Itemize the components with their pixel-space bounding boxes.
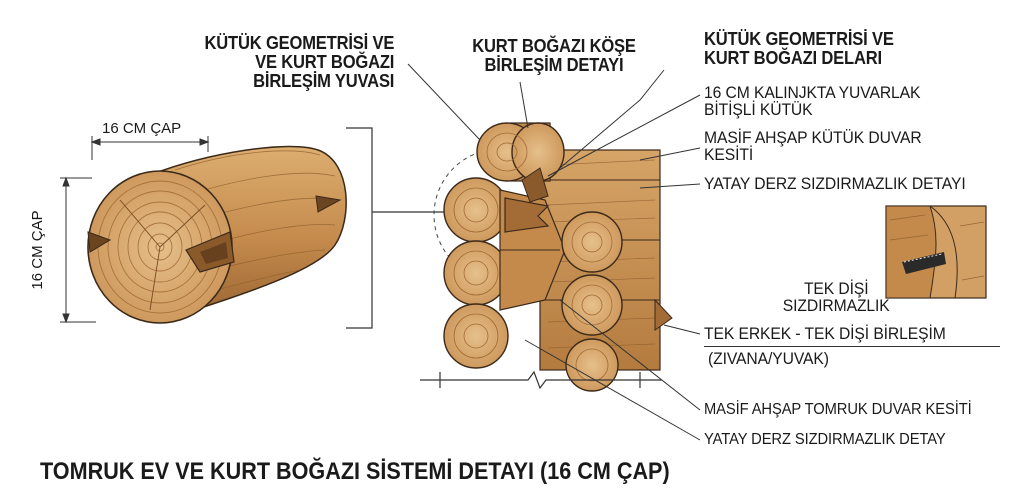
callout-tongue-groove-sub: (ZIVANA/YUVAK) xyxy=(708,350,829,368)
leader-lines xyxy=(407,63,701,441)
callout-line: MASİF AHŞAP KÜTÜK DUVAR xyxy=(704,129,922,147)
callout-line: BİTİŞLİ KÜTÜK xyxy=(704,101,813,120)
callout-joint-seal-bottom: YATAY DERZ SIZDIRMAZLIK DETAY xyxy=(704,431,946,448)
callout-wall-section: MASİF AHŞAP KÜTÜK DUVAR KESİTİ xyxy=(704,129,922,165)
seal-inset-detail xyxy=(885,205,987,299)
callout-tongue-groove: TEK ERKEK - TEK DİŞİ BİRLEŞİM xyxy=(704,325,946,343)
heading-line: KÜTÜK GEOMETRİSİ VE xyxy=(704,29,894,49)
callout-log-wall-section: MASİF AHŞAP TOMRUK DUVAR KESİTİ xyxy=(704,401,972,418)
callout-underline xyxy=(704,346,1000,347)
inset-seal-label: TEK DİŞİ SIZDIRMAZLIK xyxy=(782,280,890,316)
heading-line: BİRLEŞİM YUVASI xyxy=(252,70,394,91)
corner-joint-drawing xyxy=(420,122,673,392)
bracket-connector xyxy=(346,127,446,329)
heading-log-holes: KÜTÜK GEOMETRİSİ VE KURT BOĞAZI DELARI xyxy=(704,30,894,68)
heading-corner-detail: KURT BOĞAZI KÖŞE BİRLEŞİM DETAYI xyxy=(453,37,655,75)
single-log-drawing xyxy=(60,136,347,324)
ground-line xyxy=(420,370,662,390)
dimension-horizontal-label: 16 CM ÇAP xyxy=(102,120,182,137)
log-ends-right-column xyxy=(561,211,623,392)
inset-label-line: SIZDIRMAZLIK xyxy=(782,297,890,316)
heading-line: KÜTÜK GEOMETRİSİ VE xyxy=(204,33,394,53)
log-ends-left-column xyxy=(443,177,509,369)
callout-line: 16 CM KALINJKTA YUVARLAK xyxy=(704,84,921,102)
top-log xyxy=(476,122,565,182)
callout-joint-seal-top: YATAY DERZ SIZDIRMAZLIK DETAYI xyxy=(704,175,966,193)
heading-line: VE KURT BOĞAZI xyxy=(254,51,394,72)
dimension-vertical-label: 16 CM ÇAP xyxy=(29,210,47,290)
seal-strip xyxy=(902,252,946,274)
inset-label-line: TEK DİŞİ xyxy=(803,280,869,298)
callout-line: KESİTİ xyxy=(704,146,754,165)
page-title: TOMRUK EV VE KURT BOĞAZI SİSTEMİ DETAYI … xyxy=(40,458,670,485)
heading-log-geometry: KÜTÜK GEOMETRİSİ VE VE KURT BOĞAZI BİRLE… xyxy=(204,34,394,91)
dovetail-key xyxy=(504,197,550,233)
callout-round-log: 16 CM KALINJKTA YUVARLAK BİTİŞLİ KÜTÜK xyxy=(704,84,921,120)
dimension-horizontal xyxy=(90,136,210,160)
heading-line: KURT BOĞAZI KÖŞE xyxy=(472,36,636,56)
dimension-vertical xyxy=(60,176,96,324)
heading-line: BİRLEŞİM DETAYI xyxy=(484,54,624,75)
heading-line: KURT BOĞAZI DELARI xyxy=(704,47,882,68)
lateral-groove-left xyxy=(87,231,112,253)
